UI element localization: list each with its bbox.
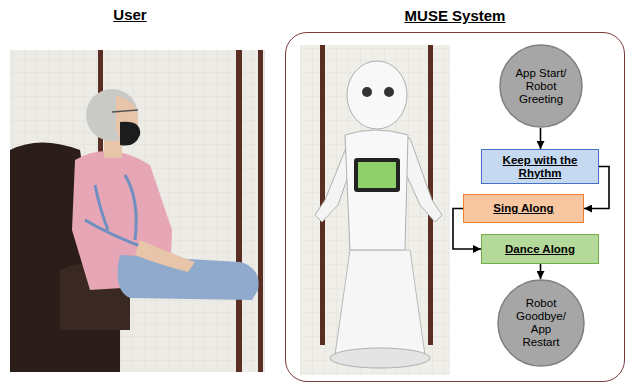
process-box: Sing Along xyxy=(463,194,584,223)
screen-frame xyxy=(258,50,263,372)
robot-head xyxy=(347,61,407,129)
photo-background xyxy=(10,50,265,372)
step-text: Robot Goodbye/ App Restart xyxy=(514,297,569,349)
robot-eye xyxy=(384,87,394,97)
step-text: App Start/ Robot Greeting xyxy=(515,67,567,106)
robot-tablet xyxy=(354,158,400,192)
process-box: Dance Along xyxy=(481,234,599,264)
step-text: Sing Along xyxy=(493,202,553,215)
blouse-pattern xyxy=(85,175,150,250)
flow-arrow xyxy=(540,264,542,279)
section-heading: MUSE System xyxy=(286,7,624,24)
process-box: Keep with the Rhythm xyxy=(481,149,599,184)
face-mask xyxy=(120,122,140,146)
flow-arrow xyxy=(540,128,542,149)
photo-background xyxy=(300,45,450,375)
system-panel: MUSE SystemApp Start/ Robot GreetingKeep… xyxy=(285,32,625,382)
circle-shape xyxy=(498,280,584,366)
robot-base xyxy=(330,348,430,368)
step-text: Dance Along xyxy=(505,243,575,256)
step-text: Keep with the Rhythm xyxy=(488,154,592,180)
section-heading: User xyxy=(80,6,180,23)
robot-eye xyxy=(362,87,372,97)
hands xyxy=(135,240,195,272)
start-circle: App Start/ Robot Greeting xyxy=(499,44,583,128)
robot-legs xyxy=(335,250,425,355)
glasses xyxy=(112,110,138,112)
circle-shape xyxy=(500,45,582,127)
screen-frame xyxy=(320,45,325,345)
screen-pattern xyxy=(300,45,450,375)
tablet-screen xyxy=(358,162,396,188)
screen-frame xyxy=(236,50,242,372)
user-photo xyxy=(10,50,265,372)
end-circle: Robot Goodbye/ App Restart xyxy=(497,279,585,367)
screen-pattern xyxy=(10,50,265,372)
robot-photo xyxy=(300,45,450,375)
robot-torso xyxy=(345,130,408,250)
